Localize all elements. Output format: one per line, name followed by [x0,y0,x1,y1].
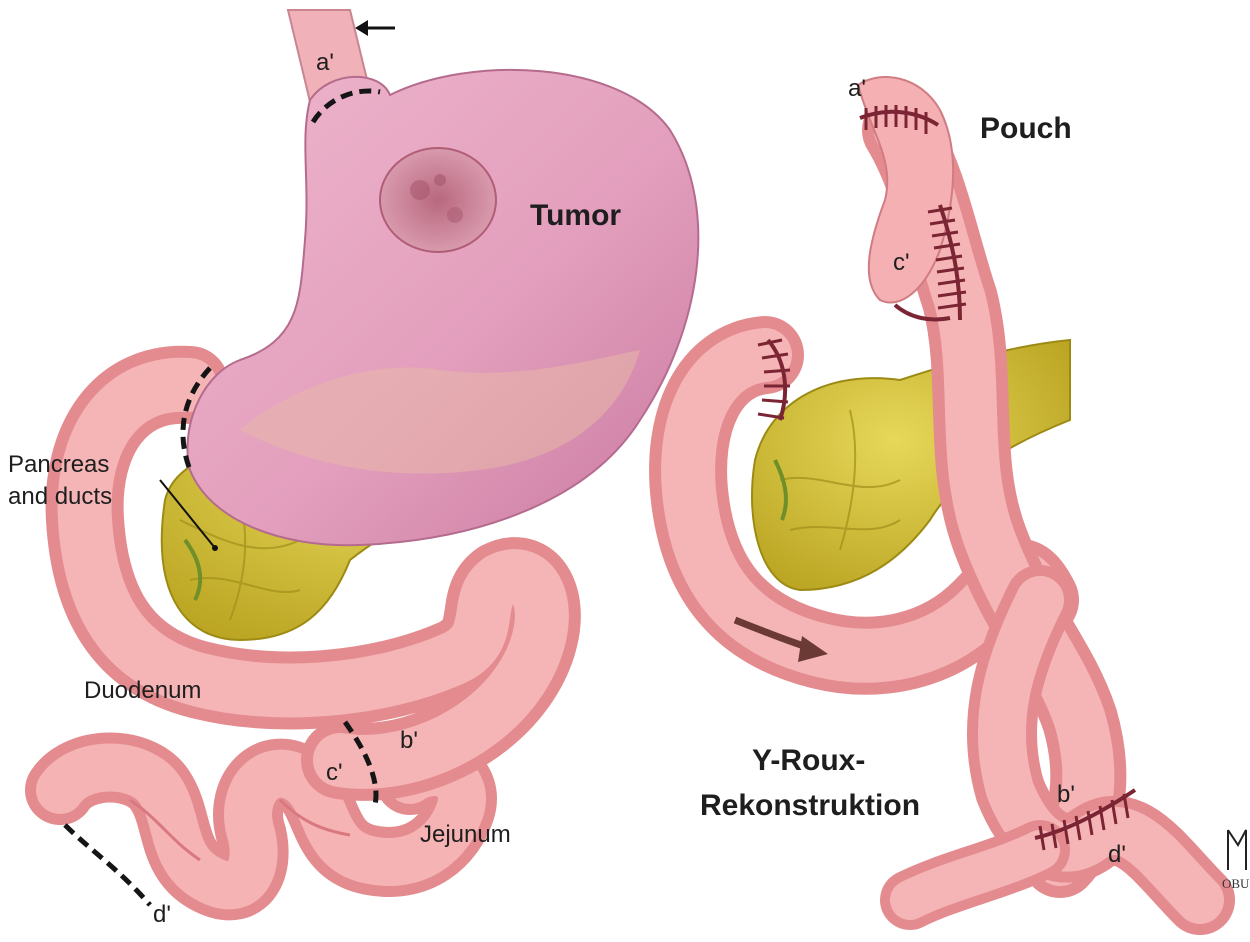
tumor-lesion [380,148,496,252]
pancreas-pointer-dot [212,545,218,551]
label-d-prime-left: d' [153,901,171,928]
label-pancreas-line1: Pancreas [8,451,109,478]
label-c-prime-left: c' [326,759,343,786]
label-a-prime-right: a' [848,75,866,102]
stomach [187,70,698,545]
label-tumor: Tumor [530,199,621,232]
label-pancreas-line2: and ducts [8,483,112,510]
signature-text: OBU [1222,876,1250,891]
label-duodenum: Duodenum [84,677,201,704]
label-title-line1: Y-Roux- [752,744,865,777]
label-b-prime-left: b' [400,727,418,754]
label-pouch: Pouch [980,112,1072,145]
left-panel: a' Tumor Pancreas and ducts Duodenum b' … [8,10,698,928]
label-title-line2: Rekonstruktion [700,789,920,822]
label-d-prime-right: d' [1108,841,1126,868]
label-jejunum: Jejunum [420,821,511,848]
label-a-prime-left: a' [316,49,334,76]
arrow-left-icon [355,20,395,36]
label-c-prime-right: c' [893,249,910,276]
right-panel: a' Pouch c' Y-Roux- Rekonstruktion b' d'… [688,75,1250,900]
artist-signature-mark: OBU [1222,830,1250,891]
cut-line-d [65,825,150,905]
label-b-prime-right: b' [1057,781,1075,808]
